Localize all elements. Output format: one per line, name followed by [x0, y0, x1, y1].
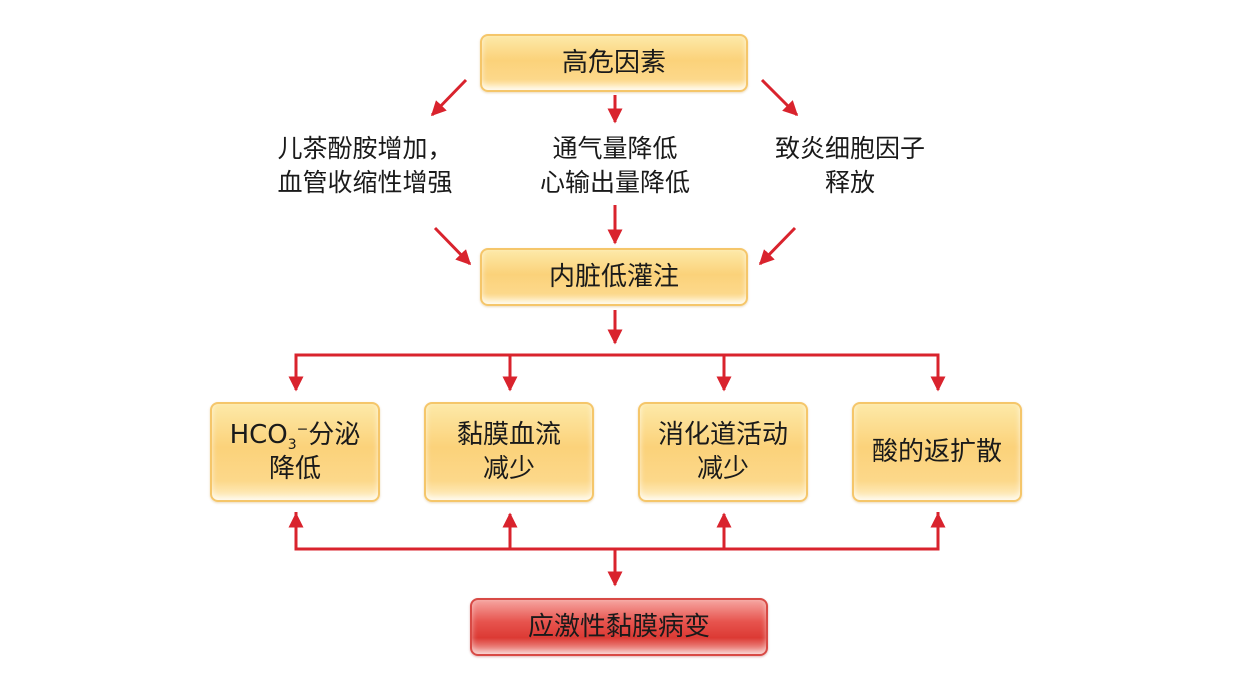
- effect-acid-back-diffusion-line1: 酸的返扩散: [871, 437, 1002, 467]
- visceral-hypoperfusion-label: 内脏低灌注: [548, 262, 679, 292]
- effect-hco3-line2: 降低: [268, 454, 321, 484]
- effect-mucosal-blood-flow-line1: 黏膜血流: [456, 420, 561, 450]
- effect-mucosal-blood-flow-line2: 减少: [482, 454, 535, 484]
- factor-catecholamine: 儿茶酚胺增加， 血管收缩性增强: [250, 132, 480, 200]
- effect-gi-motility-box: 消化道活动 减少: [638, 402, 808, 502]
- factor-ventilation-line1: 通气量降低: [552, 134, 678, 163]
- factor-catecholamine-line2: 血管收缩性增强: [277, 168, 453, 197]
- arrow-top-to-factor-right: [760, 78, 799, 117]
- factor-catecholamine-line1: 儿茶酚胺增加，: [277, 134, 453, 163]
- factor-cytokine: 致炎细胞因子 释放: [755, 132, 945, 200]
- factor-cytokine-line2: 释放: [824, 168, 875, 197]
- effect-hco3-formula-sub: 3: [287, 437, 297, 454]
- factor-cytokine-line1: 致炎细胞因子: [774, 134, 925, 163]
- effect-hco3-suffix: 分泌: [308, 420, 361, 450]
- distribution-bar: [294, 353, 940, 390]
- factor-ventilation: 通气量降低 心输出量降低: [515, 132, 715, 200]
- effect-hco3-formula-sup: −: [296, 421, 309, 438]
- effect-acid-back-diffusion-box: 酸的返扩散: [852, 402, 1022, 502]
- factor-ventilation-line2: 心输出量降低: [539, 168, 690, 197]
- high-risk-factors-label: 高危因素: [561, 48, 666, 78]
- arrow-top-to-factor-left: [430, 78, 468, 117]
- arrow-factor-left-to-middle: [433, 226, 472, 266]
- stress-mucosal-lesion-box: 应激性黏膜病变: [470, 598, 768, 656]
- effect-mucosal-blood-flow-box: 黏膜血流 减少: [424, 402, 594, 502]
- visceral-hypoperfusion-box: 内脏低灌注: [480, 248, 748, 306]
- effect-gi-motility-line1: 消化道活动: [657, 420, 788, 450]
- effect-hco3-box: HCO3−分泌 降低: [210, 402, 380, 502]
- stress-mucosal-lesion-label: 应激性黏膜病变: [527, 612, 710, 642]
- effect-hco3-formula-base: HCO: [229, 420, 288, 450]
- high-risk-factors-box: 高危因素: [480, 34, 748, 92]
- effect-gi-motility-line2: 减少: [696, 454, 749, 484]
- arrow-factor-right-to-middle: [758, 226, 797, 266]
- effect-hco3-line1: HCO3−分泌: [230, 418, 361, 452]
- collector-bar: [294, 512, 940, 551]
